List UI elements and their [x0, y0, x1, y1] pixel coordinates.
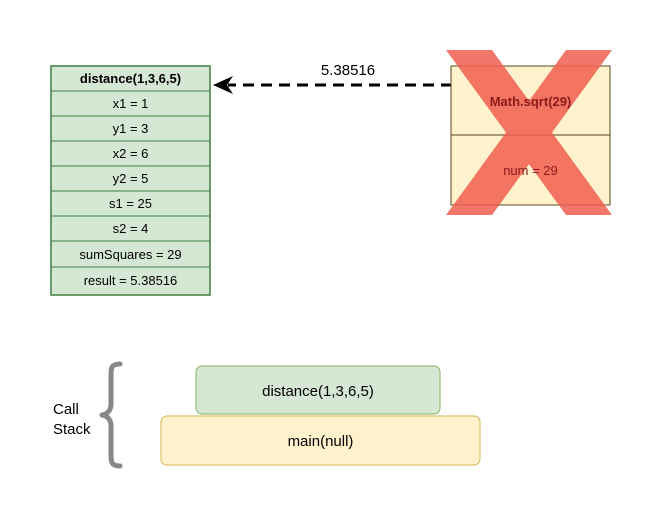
stack-frame-distance-box: [195, 365, 441, 415]
call-stack-label-line2: Stack: [53, 421, 91, 438]
frame-row-sumsquares: sumSquares = 29: [79, 247, 181, 262]
curly-brace-icon: [99, 361, 123, 469]
call-stack-label-line1: Call: [53, 401, 79, 418]
stack-frame-main-label: main(null): [288, 433, 354, 450]
frame-row-s1: s1 = 25: [109, 196, 152, 211]
frame-row-x2: x2 = 6: [113, 146, 149, 161]
frame-row-y1: y1 = 3: [113, 121, 149, 136]
frame-row-s2: s2 = 4: [113, 221, 149, 236]
popped-cross-icon: [446, 50, 612, 215]
returned-frame-title: Math.sqrt(29): [490, 94, 572, 109]
frame-row-x1: x1 = 1: [113, 96, 149, 111]
return-arrow-head: [213, 76, 233, 94]
frame-row-y2: y2 = 5: [113, 171, 149, 186]
frame-row-result: result = 5.38516: [84, 273, 178, 288]
call-stack: distance(1,3,6,5) main(null): [160, 365, 481, 466]
returned-frame-param: num = 29: [503, 163, 558, 178]
frame-box: [50, 65, 211, 296]
frame-dividers: [51, 90, 210, 268]
active-frame-distance: distance(1,3,6,5) x1 = 1 y1 = 3 x2 = 6 y…: [50, 65, 211, 296]
stack-frame-main-box: [160, 415, 481, 466]
returned-frame-math-sqrt: Math.sqrt(29) num = 29: [446, 50, 612, 215]
return-arrow: 5.38516: [213, 62, 452, 94]
call-stack-label: Call Stack: [53, 401, 91, 438]
return-value-label: 5.38516: [321, 62, 375, 79]
stack-frame-distance-label: distance(1,3,6,5): [262, 383, 374, 400]
frame-title: distance(1,3,6,5): [80, 71, 181, 86]
